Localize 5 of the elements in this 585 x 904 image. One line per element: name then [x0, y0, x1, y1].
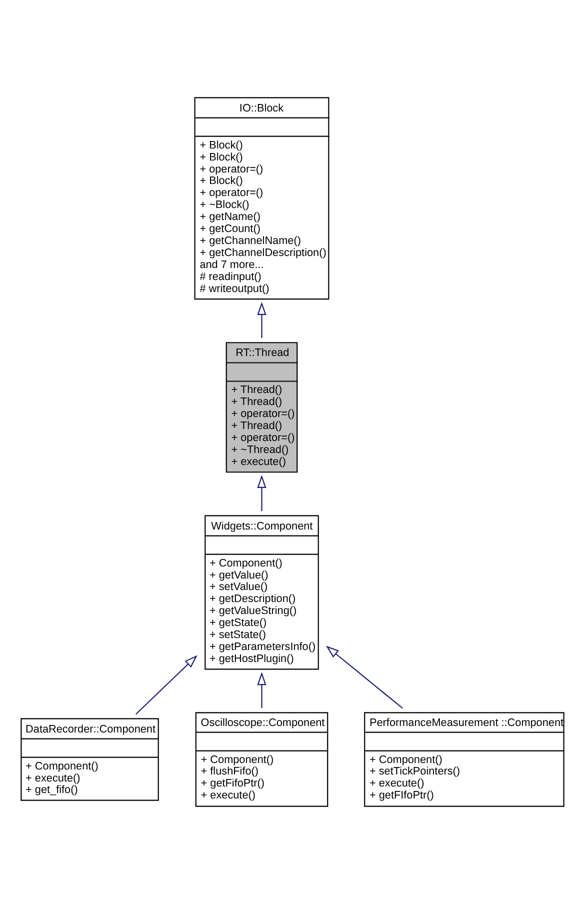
arrow — [257, 474, 266, 512]
arrow — [326, 646, 403, 709]
arrow — [135, 655, 198, 715]
arrow — [257, 672, 266, 708]
arrow — [257, 302, 266, 338]
